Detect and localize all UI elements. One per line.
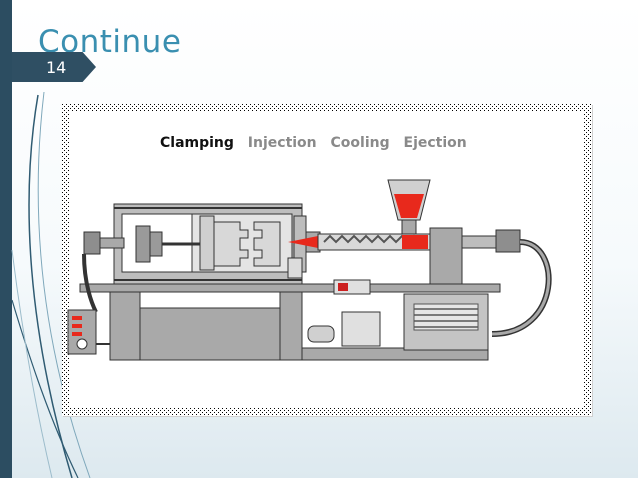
machine-diagram — [62, 104, 592, 416]
machine-rail — [79, 283, 501, 293]
hydraulic-cylinder — [495, 229, 521, 253]
mold-moving-half — [213, 221, 249, 267]
mold-fixed-half — [253, 221, 281, 267]
page-number: 14 — [46, 58, 67, 77]
pump — [307, 325, 335, 343]
machine-base-left — [139, 307, 281, 361]
moving-platen — [199, 215, 215, 271]
stage-label-injection: Injection — [247, 135, 317, 151]
clamp-cylinder — [83, 231, 101, 255]
control-keypad — [287, 257, 303, 279]
slide-left-bar — [0, 0, 12, 478]
motor — [341, 311, 381, 347]
stage-label-clamping: Clamping — [160, 135, 234, 151]
figure-border — [62, 104, 592, 416]
injection-housing — [429, 227, 463, 285]
stage-label-ejection: Ejection — [403, 135, 467, 151]
machine-base-right — [301, 347, 489, 361]
decorative-curves — [11, 91, 91, 478]
page-number-tab — [12, 52, 96, 82]
molten-plastic-jet — [288, 236, 318, 248]
injection-molding-figure: Clamping Injection Cooling Ejection — [62, 104, 592, 416]
stage-label-cooling: Cooling — [330, 135, 390, 151]
stage-labels: Clamping Injection Cooling Ejection — [160, 135, 476, 151]
